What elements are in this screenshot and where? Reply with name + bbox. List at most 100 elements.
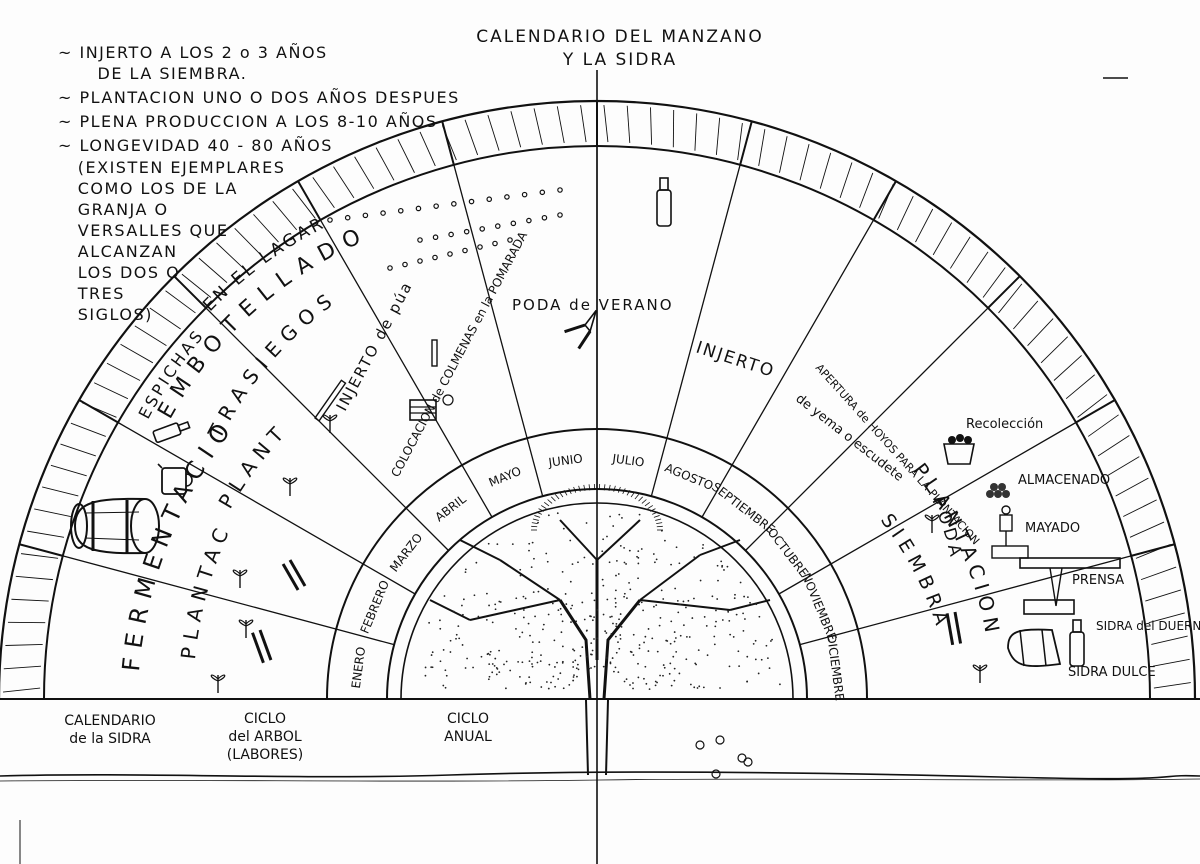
canopy-dot: [490, 651, 492, 653]
row-dot: [399, 209, 403, 213]
canopy-dot: [591, 654, 593, 656]
band-hatch: [150, 308, 181, 329]
canopy-dot: [604, 630, 606, 632]
canopy-dot: [603, 614, 605, 616]
band-hatch: [1088, 415, 1118, 437]
canopy-dot: [643, 678, 645, 680]
canopy-dot: [491, 671, 493, 673]
canopy-dot: [561, 631, 563, 633]
band-hatch: [51, 465, 87, 475]
row-dot: [505, 195, 509, 199]
canopy-dot: [637, 663, 639, 665]
canopy-dot: [521, 661, 523, 663]
row-dot: [558, 188, 562, 192]
sun-ray: [548, 499, 552, 503]
bottle-icon-left: [153, 419, 191, 443]
canopy-dot: [553, 639, 555, 641]
canopy-dot: [616, 652, 618, 654]
canopy-dot: [643, 642, 645, 644]
canopy-dot: [632, 688, 634, 690]
canopy-dot: [615, 602, 617, 604]
seedling-icon: [973, 665, 987, 683]
canopy-dot: [445, 687, 447, 689]
label-colmenas: COLOCACION de COLMENAS en la POMARADA: [388, 229, 530, 480]
canopy-dot: [496, 674, 498, 676]
canopy-dot: [615, 623, 617, 625]
sun-ray: [635, 494, 639, 499]
band-hatch: [1054, 355, 1082, 380]
seedling-icon: [239, 620, 253, 638]
canopy-dot: [431, 654, 433, 656]
canopy-dot: [743, 630, 745, 632]
canopy-dot: [583, 557, 585, 559]
canopy-dot: [619, 634, 621, 636]
band-hatch: [182, 274, 211, 297]
band-hatch: [627, 106, 630, 143]
row-dot: [511, 221, 515, 225]
canopy-dot: [577, 664, 579, 666]
band-hatch: [488, 115, 499, 151]
canopy-dot: [740, 582, 742, 584]
label-prensa: PRENSA: [1072, 573, 1124, 588]
canopy-dot: [586, 656, 588, 658]
canopy-dot: [647, 650, 649, 652]
canopy-dot: [645, 683, 647, 685]
canopy-dot: [528, 676, 530, 678]
month-label: DICIEMBRE: [824, 634, 847, 702]
canopy-dot: [531, 663, 533, 665]
band-hatch: [398, 139, 415, 172]
canopy-dot: [477, 616, 479, 618]
canopy-dot: [717, 580, 719, 582]
ciclo-arbol-text: CICLO del ARBOL (LABORES): [205, 710, 325, 765]
canopy-dot: [674, 668, 676, 670]
canopy-dot: [523, 617, 525, 619]
canopy-dot: [733, 636, 735, 638]
canopy-dot: [570, 581, 572, 583]
canopy-dot: [581, 602, 583, 604]
canopy-dot: [562, 646, 564, 648]
canopy-dot: [621, 517, 623, 519]
canopy-dot: [533, 591, 535, 593]
seedling-icon: [323, 415, 337, 433]
canopy-dot: [495, 608, 497, 610]
canopy-dot: [605, 632, 607, 634]
canopy-dot: [704, 616, 706, 618]
row-dot: [449, 232, 453, 236]
seedling-icon: [211, 675, 225, 693]
canopy-dot: [618, 648, 620, 650]
canopy-dot: [698, 649, 700, 651]
band-hatch: [967, 252, 988, 283]
canopy-dot: [678, 562, 680, 564]
canopy-dot: [670, 643, 672, 645]
canopy-dot: [573, 674, 575, 676]
canopy-dot: [624, 681, 626, 683]
canopy-dot: [609, 561, 611, 563]
canopy-dot: [440, 660, 442, 662]
canopy-dot: [439, 628, 441, 630]
label-sidra-duerno: SIDRA del DUERNO: [1096, 619, 1200, 633]
canopy-dot: [747, 596, 749, 598]
pruning-shears-icon-right: [947, 612, 960, 645]
canopy-dot: [610, 663, 612, 665]
canopy-dot: [743, 596, 745, 598]
canopy-dot: [574, 660, 576, 662]
sun-ray: [532, 523, 538, 524]
band-hatch: [581, 105, 586, 142]
band-hatch: [1028, 319, 1054, 346]
canopy-dot: [691, 617, 693, 619]
row-dot: [448, 252, 452, 256]
canopy-dot: [428, 622, 430, 624]
canopy-dot: [615, 606, 617, 608]
canopy-dot: [734, 594, 736, 596]
label-plantacion-left-2: PLANTACION: [0, 0, 292, 512]
canopy-dot: [683, 601, 685, 603]
label-trasiegos: TRASIEGOS: [203, 285, 343, 444]
canopy-dot: [674, 631, 676, 633]
row-dot: [381, 211, 385, 215]
canopy-dot: [633, 634, 635, 636]
canopy-dot: [488, 678, 490, 680]
canopy-dot: [736, 614, 738, 616]
canopy-dot: [642, 609, 644, 611]
canopy-dot: [720, 560, 722, 562]
band-hatch: [695, 113, 697, 150]
